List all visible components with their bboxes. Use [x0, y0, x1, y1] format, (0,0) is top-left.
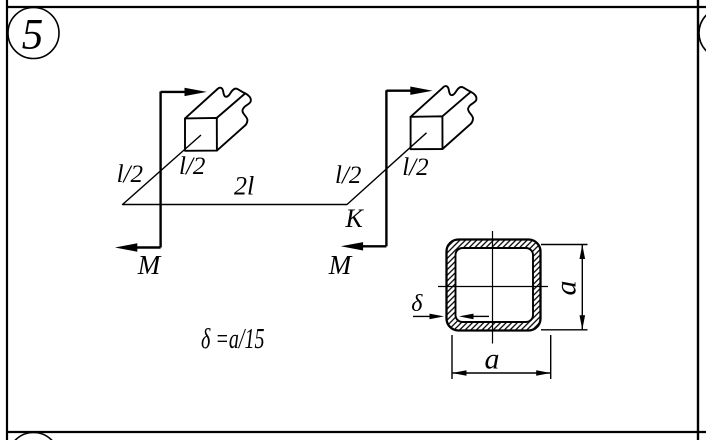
svg-text:a: a [550, 281, 583, 296]
svg-text:M: M [137, 250, 162, 280]
svg-text:l/2: l/2 [179, 153, 205, 180]
svg-text:K: K [345, 204, 365, 233]
svg-text:M: M [328, 250, 353, 280]
svg-text:a: a [485, 343, 500, 376]
svg-text:δ: δ [411, 291, 423, 317]
svg-text:δ =a/15: δ =a/15 [201, 323, 265, 355]
svg-text:2l: 2l [234, 172, 254, 201]
svg-text:l/2: l/2 [402, 154, 428, 181]
svg-text:l/2: l/2 [117, 161, 143, 188]
svg-text:5: 5 [22, 11, 44, 58]
svg-text:l/2: l/2 [335, 162, 361, 189]
